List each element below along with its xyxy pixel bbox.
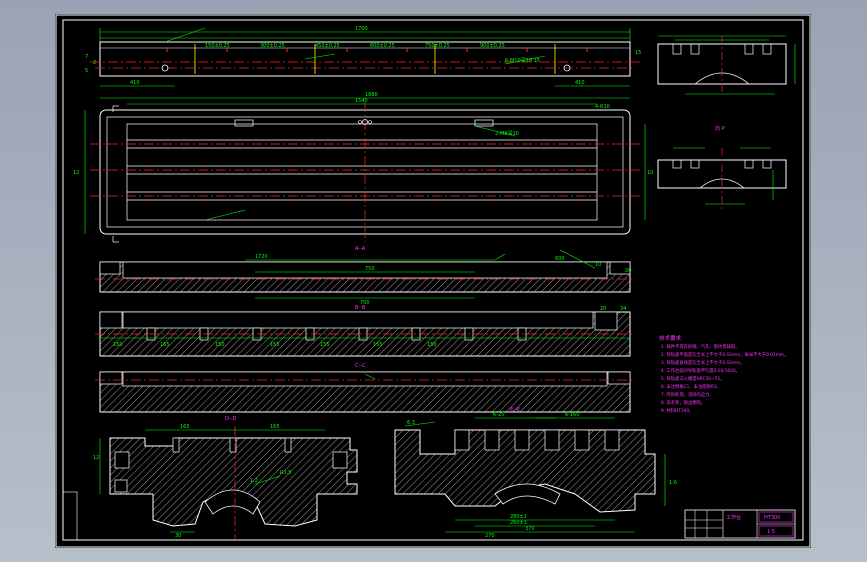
dimension-label: 12 [93, 455, 99, 461]
drawing-canvas: 1700 150±0.25 300±0.25 450±0.25 600±0.25 750±… [55, 14, 811, 548]
dimension-label: 5 [85, 68, 88, 74]
section-aa-label: A--A [355, 246, 366, 252]
dimension-label: 1720 [255, 254, 268, 260]
dimension-label: 150 [113, 342, 123, 348]
note-line: 6. 未注倒角C1，未注圆角R3。 [661, 383, 721, 390]
dimension-label: 20 [625, 268, 631, 274]
dimension-label: 750±0.25 [425, 43, 450, 49]
dimension-label: 600±0.25 [370, 43, 395, 49]
dimension-label: 6-160 [565, 412, 580, 418]
section-cc [95, 371, 635, 413]
section-ee-label: E--E [510, 407, 520, 413]
section-cc-label: C--C [355, 363, 366, 369]
dimension-label: 165 [160, 342, 170, 348]
dimension-label: 165 [180, 424, 190, 430]
side-view-lower [657, 147, 787, 210]
dimension-label: 155 [373, 342, 383, 348]
note-line: 3. 导轨面直线度在全长上不大于0.02mm。 [661, 359, 745, 366]
dimension-label: 12 [73, 170, 79, 176]
dimension-label: 6.3 [407, 420, 415, 426]
dimension-label: 410 [575, 80, 585, 86]
side-view-upper [657, 35, 796, 95]
dimension-label: 34 [620, 306, 626, 312]
note-line: 7. 时效处理，消除内应力。 [661, 391, 714, 398]
note-line: 8. 去毛刺，锐边倒钝。 [661, 399, 705, 406]
dimension-label: 410 [130, 80, 140, 86]
dimension-label: 4-R10 [595, 104, 610, 110]
dimension-label: 1.2 [250, 478, 258, 484]
section-dd-label: D--D [225, 416, 236, 422]
dimension-label: 750 [365, 266, 375, 272]
note-line: 2. 导轨面平面度在全长上不大于0.02mm，每米不大于0.01mm。 [661, 351, 788, 358]
drawing-sheet[interactable]: 1700 150±0.25 300±0.25 450±0.25 600±0.25 750±… [55, 14, 811, 548]
section-aa [95, 249, 635, 299]
title-material: HT300 [764, 515, 780, 521]
title-scale: 1:5 [767, 529, 775, 535]
dimension-label: 6-25 [493, 412, 504, 418]
section-dd [99, 426, 358, 539]
dimension-label: 30 [175, 533, 181, 539]
dimension-label: 155 [320, 342, 330, 348]
section-ee [394, 417, 666, 533]
dimension-label: 10 [647, 170, 653, 176]
top-view [90, 27, 640, 87]
dimension-label: 20 [600, 306, 606, 312]
dimension-label: 7 [85, 54, 88, 60]
dimension-label: 150 [427, 342, 437, 348]
dimension-label: 15 [635, 50, 641, 56]
note-line: 9. 材料HT300。 [661, 407, 693, 414]
dimension-label: 270 [485, 533, 495, 539]
inner-frame [62, 19, 804, 541]
dimension-label: 2-M8深10 [495, 130, 519, 137]
dimension-label: R1.5 [280, 470, 291, 476]
note-line: 4. 工作台面对导轨面平行度0.02/1000。 [661, 367, 740, 374]
note-line: 1. 铸件不得有砂眼、气孔、裂纹等缺陷。 [661, 343, 740, 350]
title-part-name: 工作台 [726, 514, 741, 521]
section-bb-dimensions: 150 165 150 155 155 155 150 20 34 [113, 306, 626, 348]
dimension-label: 700 [360, 300, 370, 306]
dimension-label: 155 [270, 342, 280, 348]
dimension-label: 450±0.25 [315, 43, 340, 49]
dimension-label: 1540 [355, 98, 368, 104]
dimension-label: 2 [93, 60, 96, 66]
dimension-label: 1700 [355, 26, 368, 32]
dimension-label: 165 [270, 424, 280, 430]
dimension-label: 900±0.25 [480, 43, 505, 49]
section-bb-label: B--B [355, 305, 366, 311]
dimension-label: 600 [555, 256, 565, 262]
dimension-label: 10 [595, 262, 601, 268]
title-block [684, 509, 796, 539]
note-line: 5. 导轨面淬火硬度HRC50~55。 [661, 375, 724, 382]
section-bb [95, 311, 635, 357]
plan-view [84, 97, 646, 243]
left-margin-block [62, 491, 78, 541]
dimension-label: 1.6 [669, 480, 677, 486]
dimension-label: 150 [215, 342, 225, 348]
notes-title: 技术要求 [659, 334, 682, 342]
dimension-label: 260±1 [510, 520, 527, 526]
section-dd-dimensions: 165 165 30 12 1.2 R1.5 [93, 424, 291, 539]
top-view-dimensions: 1700 150±0.25 300±0.25 450±0.25 600±0.25 750±… [85, 26, 641, 86]
dimension-label: 1880 [365, 92, 378, 98]
dimension-label: 6-M10深18 15 [505, 57, 540, 64]
dimension-label: 300±0.25 [260, 43, 285, 49]
dimension-label: 150±0.25 [205, 43, 230, 49]
dimension-label: 280±1 [510, 514, 527, 520]
outer-frame [55, 14, 811, 548]
view-p-label: 向 P [715, 125, 725, 132]
dimension-label: 370 [525, 526, 535, 532]
section-aa-dimensions: 1720 750 700 600 10 20 [255, 254, 631, 306]
